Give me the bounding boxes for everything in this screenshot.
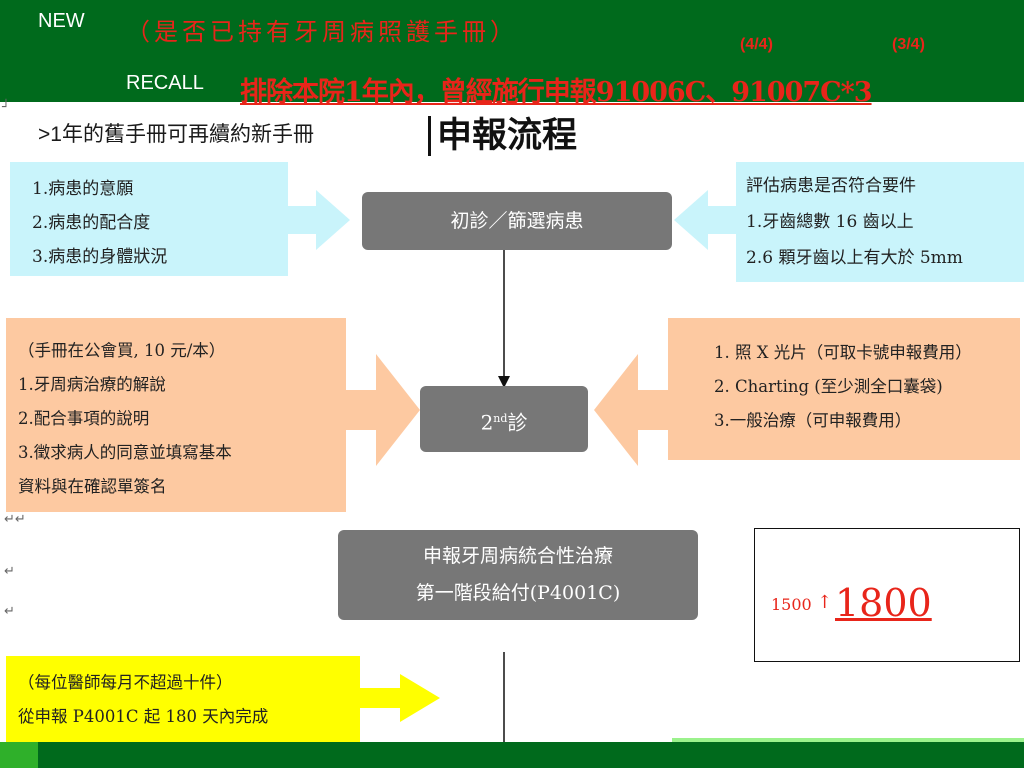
list-item: 1.牙齒總數 16 齒以上 — [746, 212, 914, 232]
renewal-note: >1年的舊手冊可再續約新手冊 — [38, 123, 314, 146]
stage-one-line: 申報牙周病統合性治療 — [422, 545, 613, 567]
list-item: 1.牙周病治療的解說 — [18, 375, 166, 394]
handbook-question: （是否已持有牙周病照護手冊） — [126, 18, 518, 46]
arrow-left-icon — [674, 190, 736, 250]
fee-box: 1500 ↑ 1800 — [754, 528, 1020, 662]
arrow-down-icon — [498, 376, 510, 388]
list-item: 3.一般治療（可申報費用） — [714, 411, 912, 430]
list-item: 3.病患的身體狀況 — [32, 247, 168, 267]
arrow-right-icon — [346, 354, 420, 466]
list-item: 2.6 顆牙齒以上有大於 5mm — [746, 248, 963, 268]
page-indicator-b: (3/4) — [892, 36, 925, 53]
footer-highlight — [0, 742, 38, 768]
exclusion-headline: 排除本院1年內，曾經施行申報91006C、91007C*3 — [240, 77, 873, 108]
criteria-box: 評估病患是否符合要件 1.牙齒總數 16 齒以上 2.6 顆牙齒以上有大於 5m… — [736, 162, 1024, 282]
list-item: 2. Charting (至少測全口囊袋) — [714, 377, 943, 396]
arrow-left-icon — [594, 354, 668, 466]
first-visit-step: 初診／篩選病患 — [362, 192, 672, 250]
patient-factors-box: 1.病患的意願 2.病患的配合度 3.病患的身體狀況 — [10, 162, 288, 276]
new-label: NEW — [38, 10, 85, 32]
handbook-box: （手冊在公會買, 10 元/本） 1.牙周病治療的解說 2.配合事項的說明 3.… — [6, 318, 346, 512]
paragraph-mark-icon: ↵↵ — [4, 512, 26, 527]
second-visit-label: 診 — [507, 410, 528, 435]
paragraph-mark-icon: ↵ — [4, 604, 15, 619]
stage-one-line: 第一階段給付(P4001C) — [415, 582, 621, 604]
list-item: 評估病患是否符合要件 — [746, 176, 916, 196]
list-item: （手冊在公會買, 10 元/本） — [18, 341, 226, 360]
list-item: 1.病患的意願 — [32, 179, 134, 199]
second-visit-number: 2 — [480, 410, 494, 435]
footer-accent — [672, 738, 1024, 742]
paragraph-mark-icon: ↵ — [4, 564, 15, 579]
recall-label: RECALL — [126, 72, 204, 94]
arrow-right-icon — [360, 674, 440, 722]
stage-one-step: 申報牙周病統合性治療 第一階段給付(P4001C) — [338, 530, 698, 620]
header-bar — [0, 0, 1024, 102]
second-visit-step: 2nd診 — [420, 386, 588, 452]
list-item: 3.徵求病人的同意並填寫基本 — [18, 443, 232, 462]
arrow-right-icon — [288, 190, 350, 250]
list-item: 從申報 P4001C 起 180 天內完成 — [18, 707, 269, 726]
paragraph-mark-icon: ┘ — [2, 100, 10, 115]
exam-box: 1. 照 X 光片（可取卡號申報費用） 2. Charting (至少測全口囊袋… — [668, 318, 1020, 460]
list-item: 1. 照 X 光片（可取卡號申報費用） — [714, 343, 972, 362]
page-title: 申報流程 — [428, 116, 577, 156]
list-item: 2.配合事項的說明 — [18, 409, 150, 428]
new-fee: 1800 — [835, 581, 932, 625]
list-item: 資料與在確認單簽名 — [18, 477, 167, 496]
list-item: 2.病患的配合度 — [32, 213, 151, 233]
list-item: （每位醫師每月不超過十件） — [18, 673, 233, 692]
page-indicator-a: (4/4) — [740, 36, 773, 53]
footer-bar — [0, 742, 1024, 768]
increase-arrow-icon: ↑ — [817, 592, 833, 613]
second-visit-suffix: nd — [493, 412, 508, 425]
old-fee: 1500 — [771, 595, 812, 614]
case-limit-box: （每位醫師每月不超過十件） 從申報 P4001C 起 180 天內完成 — [6, 656, 360, 744]
